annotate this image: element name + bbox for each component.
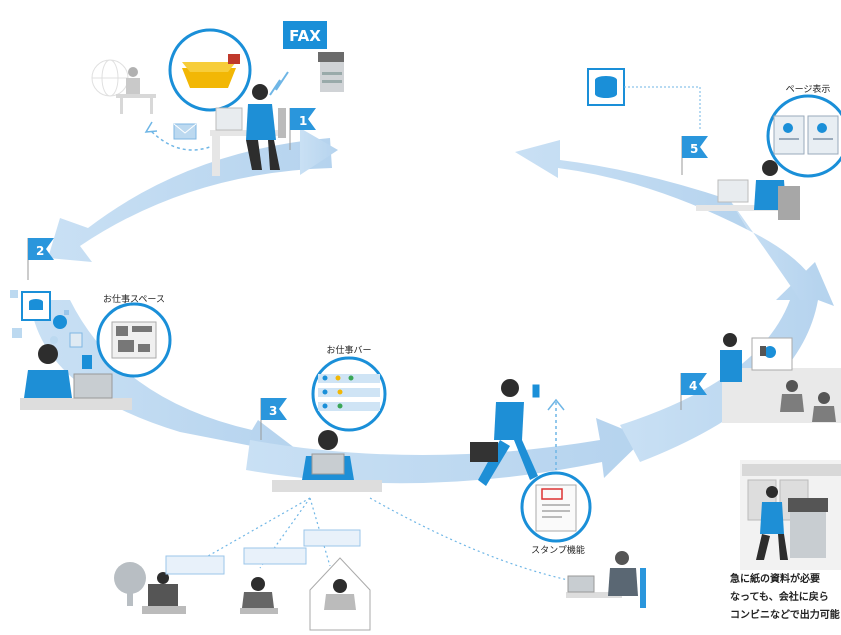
inbox-tray-bubble xyxy=(168,28,252,127)
icon-cluster xyxy=(10,290,92,369)
phone-icon xyxy=(82,355,92,369)
presentation-board xyxy=(751,337,793,371)
fax-machine-icon xyxy=(318,52,344,92)
work-space-label: お仕事スペース xyxy=(103,293,165,305)
convenience-store xyxy=(740,460,841,570)
scene-5: ページ表示 xyxy=(587,68,841,220)
scene-3: お仕事バー xyxy=(114,344,569,631)
step-number-3: 3 xyxy=(269,404,277,418)
wireless-icon xyxy=(269,71,289,96)
scene-2: お仕事スペース xyxy=(10,290,172,410)
remote-worker-faded xyxy=(91,59,156,114)
step-number-4: 4 xyxy=(689,379,697,393)
walking-worker xyxy=(470,379,541,486)
fax-label: FAX xyxy=(289,27,321,45)
worker-desk-2 xyxy=(20,344,132,410)
work-bar-bubble xyxy=(311,356,387,432)
step-flag-3: 3 xyxy=(260,398,287,440)
remote-connectors xyxy=(179,497,569,581)
arrow-1-to-2 xyxy=(48,138,332,262)
page-view-bubble xyxy=(766,94,841,178)
step-flag-4: 4 xyxy=(680,373,707,410)
globe-icon xyxy=(53,315,67,329)
return-path xyxy=(149,129,216,151)
step-number-2: 2 xyxy=(36,244,44,258)
remote-worker-2 xyxy=(240,547,307,614)
worker-desk-1 xyxy=(210,84,286,176)
arrow-5-to-1 xyxy=(515,140,748,230)
smartphone-icon xyxy=(531,383,541,399)
remote-worker-3 xyxy=(303,529,371,631)
caption-line-1: 急に紙の資料が必要 xyxy=(730,572,820,585)
gear-icon xyxy=(50,336,58,344)
scene-4 xyxy=(720,333,841,423)
office-worker-bottom xyxy=(566,551,646,608)
scene-1: FAX xyxy=(91,21,344,176)
arrow-1-head xyxy=(300,128,338,175)
remote-worker-1 xyxy=(114,555,225,614)
step-flag-5: 5 xyxy=(681,136,708,175)
worker-desk-3 xyxy=(272,430,382,492)
database-icon-5 xyxy=(587,68,625,106)
page-view-label: ページ表示 xyxy=(786,83,831,95)
arrow-right-edge xyxy=(730,200,824,300)
worker-desk-5 xyxy=(696,160,800,220)
document-icon xyxy=(69,332,83,348)
briefcase-icon xyxy=(470,442,498,462)
work-bar-label: お仕事バー xyxy=(326,344,371,356)
step-flag-2: 2 xyxy=(27,238,54,280)
stamp-label: スタンプ機能 xyxy=(531,544,585,556)
caption-block: 急に紙の資料が必要 なっても、会社に戻ら コンビニなどで出力可能 xyxy=(730,572,840,621)
step-number-1: 1 xyxy=(299,114,307,128)
caption-line-3: コンビニなどで出力可能 xyxy=(730,608,840,621)
fax-badge: FAX xyxy=(283,21,327,49)
connector-5 xyxy=(624,86,701,130)
printer-icon xyxy=(788,498,828,558)
work-space-bubble xyxy=(96,302,172,378)
presenter xyxy=(720,333,742,382)
step-flag-1: 1 xyxy=(289,108,316,150)
arrow-4-to-5 xyxy=(620,262,834,462)
cycle-arrows xyxy=(30,128,834,484)
step-number-5: 5 xyxy=(690,142,698,156)
mail-icon xyxy=(173,123,197,140)
stamp-bubble: スタンプ機能 xyxy=(520,398,592,556)
caption-line-2: なっても、会社に戻ら xyxy=(730,590,829,603)
